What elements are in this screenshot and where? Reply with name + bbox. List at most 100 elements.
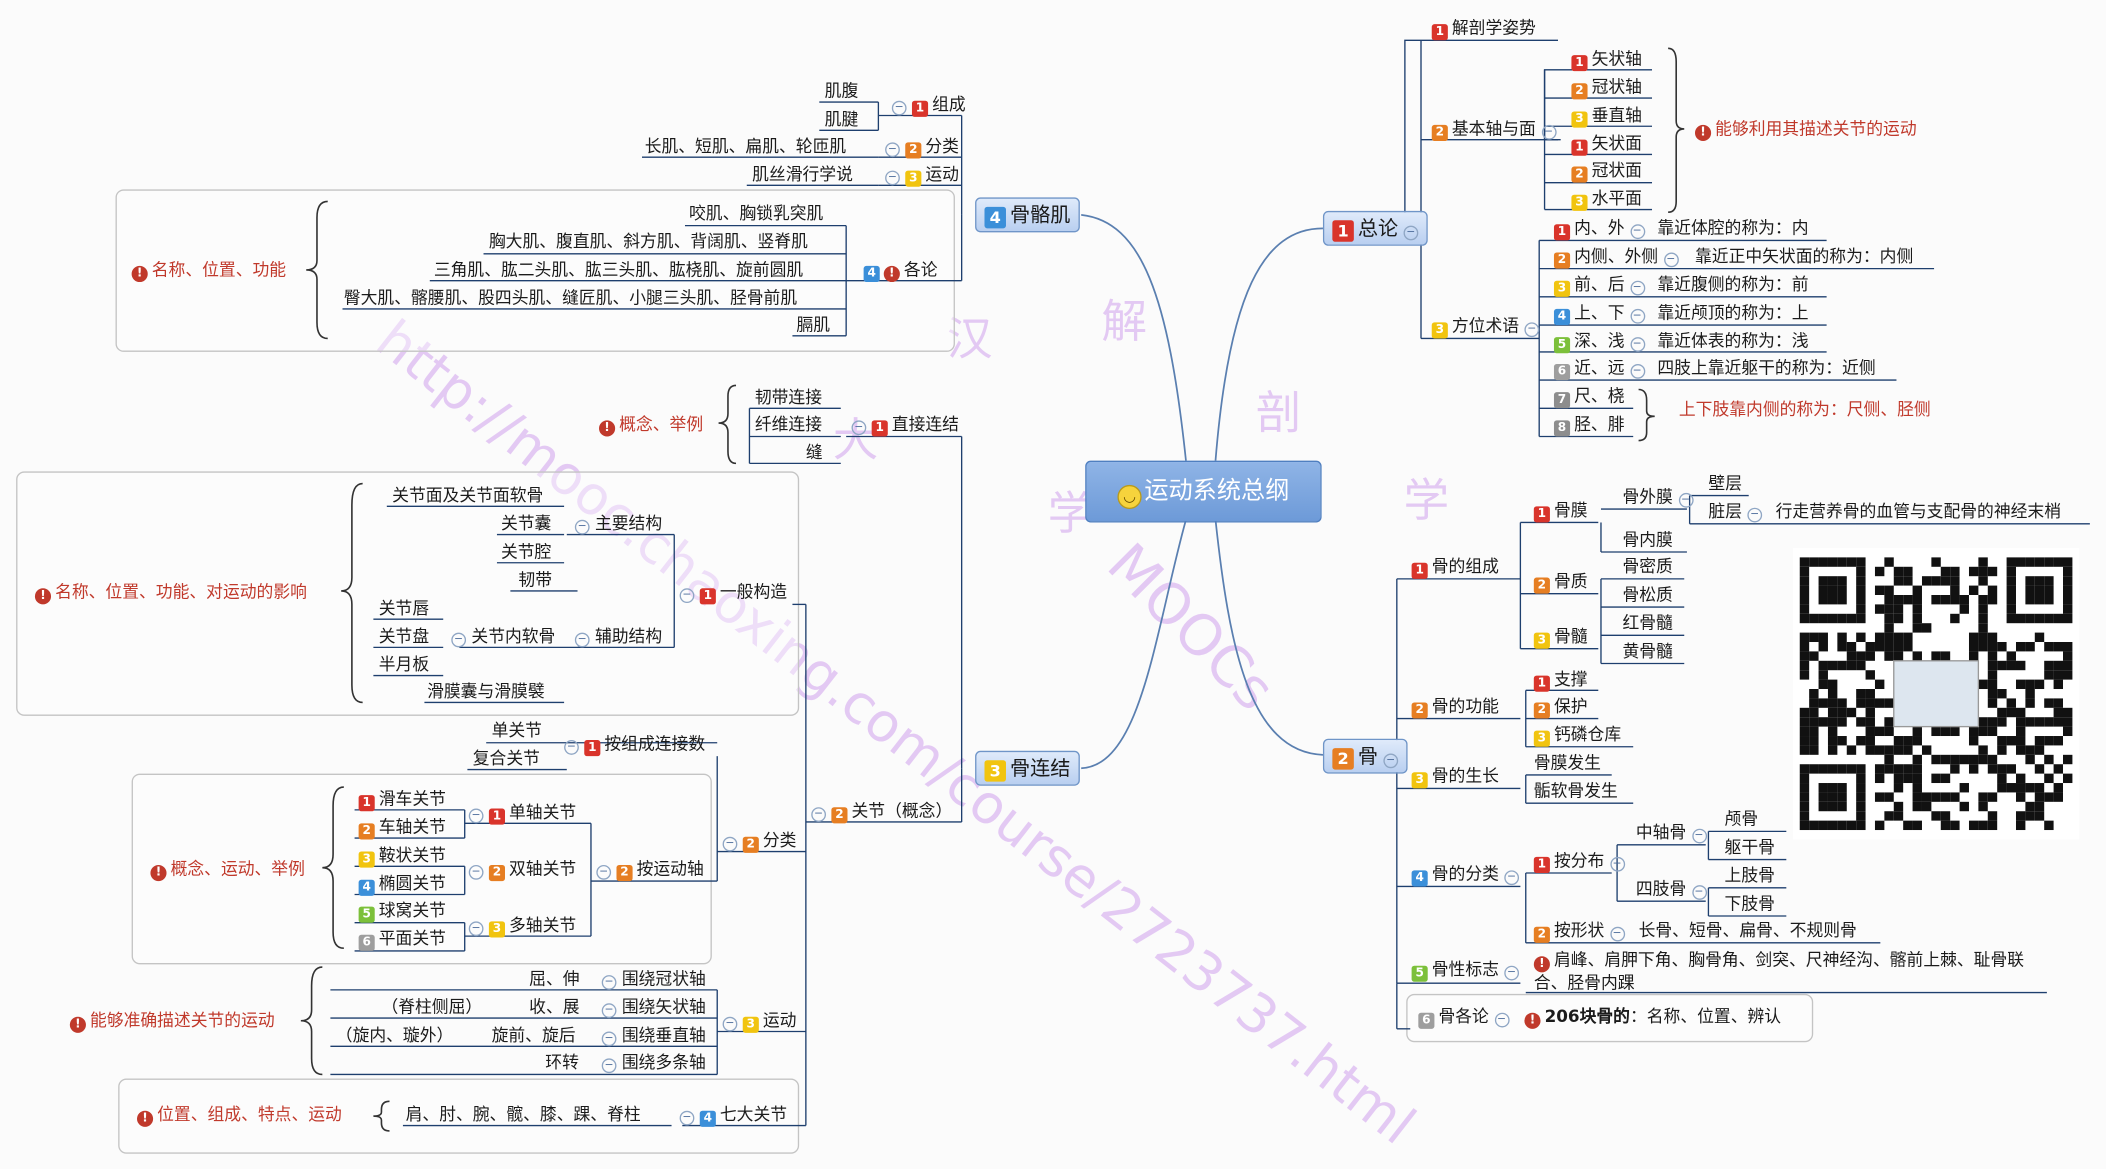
collapse-icon[interactable]: −	[468, 864, 484, 880]
item-meniscus[interactable]: 半月板	[378, 654, 430, 675]
item-upper-limb[interactable]: 上肢骨	[1724, 864, 1775, 886]
item-muscle-belly[interactable]: 肌腹	[824, 80, 859, 101]
collapse-icon[interactable]: −	[679, 1110, 695, 1126]
muscle-list-item[interactable]: 咬肌、胸锁乳突肌	[689, 202, 824, 223]
topic-outer-periosteum[interactable]: 骨外膜−	[1622, 486, 1693, 508]
collapse-icon[interactable]: −	[574, 632, 590, 648]
item-lower-limb[interactable]: 下肢骨	[1724, 893, 1775, 914]
collapse-icon[interactable]: −	[1383, 753, 1399, 769]
item-simple-joint[interactable]: 单关节	[491, 719, 542, 741]
collapse-icon[interactable]: −	[468, 808, 484, 824]
muscle-list-item[interactable]: 三角肌、肱二头肌、肱三头肌、肱桡肌、旋前圆肌	[433, 259, 804, 280]
collapse-icon[interactable]: −	[1629, 280, 1645, 296]
collapse-icon[interactable]: −	[851, 420, 867, 436]
direct-item[interactable]: 韧带连接	[754, 386, 822, 407]
motion-action[interactable]: 环转	[545, 1051, 579, 1072]
item-capsule[interactable]: 关节囊	[500, 513, 552, 534]
collapse-icon[interactable]: −	[596, 864, 612, 880]
item-skull[interactable]: 颅骨	[1724, 808, 1759, 829]
motion-action[interactable]: 收、展	[529, 996, 580, 1017]
collapse-icon[interactable]: −	[1629, 337, 1645, 352]
topic-main-structure[interactable]: − 主要结构	[569, 513, 662, 535]
collapse-icon[interactable]: −	[679, 588, 695, 604]
growth-item[interactable]: 骺软骨发生	[1533, 780, 1618, 801]
item-wall-layer[interactable]: 壁层	[1708, 472, 1743, 493]
collapse-icon[interactable]: −	[1691, 885, 1707, 900]
motion-action[interactable]: 旋前、旋后	[491, 1024, 576, 1045]
collapse-icon[interactable]: −	[1691, 828, 1707, 844]
collapse-icon[interactable]: −	[601, 1058, 617, 1074]
collapse-icon[interactable]: −	[564, 740, 579, 755]
collapse-icon[interactable]: −	[1678, 492, 1693, 508]
item-visceral-layer[interactable]: 脏层−	[1708, 501, 1763, 523]
topic-limb-bones[interactable]: 四肢骨−	[1636, 878, 1707, 900]
item-trunk[interactable]: 躯干骨	[1724, 836, 1775, 857]
direct-item[interactable]: 纤维连接	[754, 413, 822, 434]
collapse-icon[interactable]: −	[601, 1003, 617, 1019]
collapse-icon[interactable]: −	[1504, 870, 1520, 886]
growth-item[interactable]: 骨膜发生	[1533, 752, 1601, 773]
collapse-icon[interactable]: −	[1494, 1012, 1509, 1028]
collapse-icon[interactable]: −	[1524, 322, 1540, 338]
collapse-icon[interactable]: −	[601, 975, 617, 990]
collapse-icon[interactable]: −	[1629, 363, 1645, 379]
central-topic[interactable]: ◡运动系统总纲	[1085, 460, 1322, 523]
item-endosteum[interactable]: 骨内膜	[1622, 529, 1673, 550]
muscle-list-item[interactable]: 臀大肌、髂腰肌、股四头肌、缝匠肌、小腿三头肌、胫骨前肌	[343, 287, 798, 308]
topic-axial-skeleton[interactable]: 中轴骨−	[1636, 822, 1707, 844]
collapse-icon[interactable]: −	[1504, 965, 1520, 981]
collapse-icon[interactable]: −	[1629, 224, 1645, 240]
collapse-icon[interactable]: −	[1663, 252, 1679, 268]
collapse-icon[interactable]: −	[885, 142, 900, 158]
collapse-icon[interactable]: −	[601, 1031, 617, 1047]
collapse-icon[interactable]: −	[1747, 507, 1763, 523]
direct-item[interactable]: 缝	[805, 441, 823, 463]
item-yellow-marrow[interactable]: 黄骨髓	[1622, 640, 1673, 661]
item-cavity[interactable]: 关节腔	[500, 541, 552, 562]
collapse-icon[interactable]: −	[885, 170, 900, 186]
collapse-icon[interactable]: −	[1541, 124, 1557, 140]
topic-muscle-specific[interactable]: 4!各论	[863, 259, 938, 283]
collapse-icon[interactable]: −	[1609, 926, 1625, 942]
collapse-icon[interactable]: −	[1403, 225, 1419, 241]
collapse-icon[interactable]: −	[891, 100, 907, 116]
